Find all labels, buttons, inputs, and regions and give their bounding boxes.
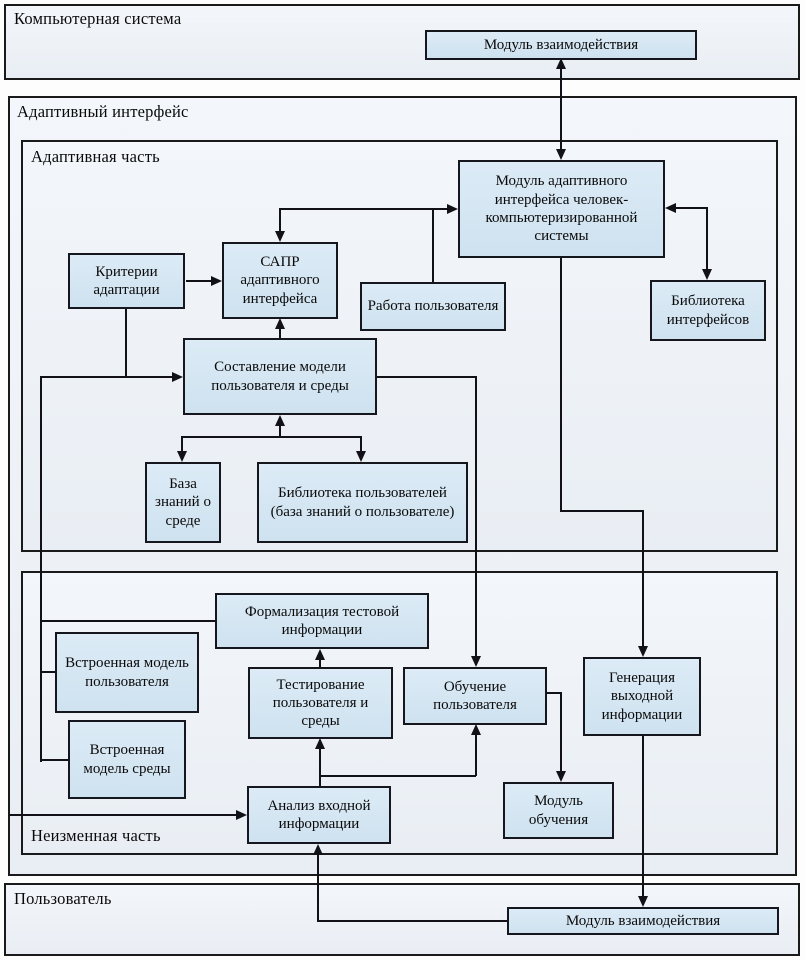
- connector: [279, 326, 281, 338]
- connector: [475, 376, 477, 658]
- connector: [706, 207, 708, 271]
- connector: [360, 436, 362, 453]
- connector: [560, 692, 562, 773]
- arrowhead-up: [275, 415, 285, 426]
- connector: [560, 66, 562, 152]
- node-interaction-module-bottom: Модуль взаимодействия: [507, 907, 779, 935]
- connector: [40, 759, 69, 761]
- arrowhead-down: [177, 451, 187, 462]
- arrowhead-right: [236, 810, 247, 820]
- container-computer-system-label: Компьютерная система: [14, 9, 182, 28]
- connector: [546, 692, 562, 694]
- arrowhead-down: [471, 656, 481, 667]
- arrowhead-down: [356, 451, 366, 462]
- node-cad-adaptive-interface: САПР адаптивного интерфейса: [222, 242, 338, 319]
- arrowhead-down: [702, 269, 712, 280]
- connector: [642, 510, 644, 648]
- node-builtin-env-model: Встроенная модель среды: [68, 720, 186, 799]
- arrowhead-up: [556, 58, 566, 69]
- node-user-env-testing: Тестирование пользователя и среды: [248, 667, 393, 739]
- container-adaptive-part-label: Адаптивная часть: [31, 147, 160, 166]
- connector: [317, 853, 319, 921]
- connector: [475, 733, 477, 776]
- connector: [317, 920, 508, 922]
- node-model-composition: Составление модели пользователя и среды: [183, 338, 377, 415]
- node-environment-kb: База знаний о среде: [145, 462, 221, 543]
- connector: [181, 436, 183, 453]
- node-user-library: Библиотека пользователей (база знаний о …: [257, 462, 468, 543]
- connector: [319, 658, 321, 667]
- connector: [40, 620, 216, 622]
- node-input-analysis: Анализ входной информации: [247, 786, 391, 844]
- arrowhead-down: [556, 771, 566, 782]
- node-interface-library: Библиотека интерфейсов: [650, 280, 766, 341]
- node-adaptive-module: Модуль адаптивного интерфейса человек-ко…: [458, 160, 665, 258]
- arrowhead-up: [275, 318, 285, 329]
- arrowhead-up: [315, 738, 325, 749]
- arrowhead-up: [471, 724, 481, 735]
- node-adaptation-criteria: Критерии адаптации: [68, 253, 185, 309]
- arrowhead-down: [638, 896, 648, 907]
- node-training-module: Модуль обучения: [503, 782, 614, 839]
- arrowhead-down: [275, 231, 285, 242]
- arrowhead-up: [315, 649, 325, 660]
- arrowhead-right: [172, 372, 183, 382]
- arrowhead-left: [665, 203, 676, 213]
- node-user-work: Работа пользователя: [360, 282, 506, 331]
- connector: [181, 436, 362, 438]
- node-output-generation: Генерация выходной информации: [583, 657, 701, 736]
- node-test-info-formalization: Формализация тестовой информации: [215, 593, 429, 649]
- arrowhead-right: [211, 276, 222, 286]
- connector: [560, 258, 562, 512]
- arrowhead-down: [556, 149, 566, 160]
- container-adaptive-interface-label: Адаптивный интерфейс: [17, 102, 189, 121]
- node-user-training: Обучение пользователя: [403, 667, 547, 725]
- connector: [279, 208, 281, 234]
- connector: [319, 747, 321, 786]
- connector: [642, 736, 644, 898]
- connector: [279, 423, 281, 437]
- connector: [125, 307, 127, 377]
- connector: [9, 814, 238, 816]
- arrowhead-right: [447, 204, 458, 214]
- container-user-label: Пользователь: [14, 889, 112, 908]
- arrowhead-up: [313, 844, 323, 855]
- connector: [186, 280, 214, 282]
- connector: [40, 376, 175, 378]
- connector: [676, 207, 708, 209]
- connector: [376, 376, 476, 378]
- connector: [40, 376, 42, 762]
- connector: [279, 208, 449, 210]
- connector: [319, 775, 476, 777]
- arrowhead-down: [638, 646, 648, 657]
- connector: [432, 208, 434, 282]
- container-fixed-part-label: Неизменная часть: [31, 826, 161, 845]
- node-interaction-module-top: Модуль взаимодействия: [425, 30, 697, 60]
- connector: [560, 510, 644, 512]
- node-builtin-user-model: Встроенная модель пользователя: [55, 632, 199, 713]
- connector: [40, 671, 56, 673]
